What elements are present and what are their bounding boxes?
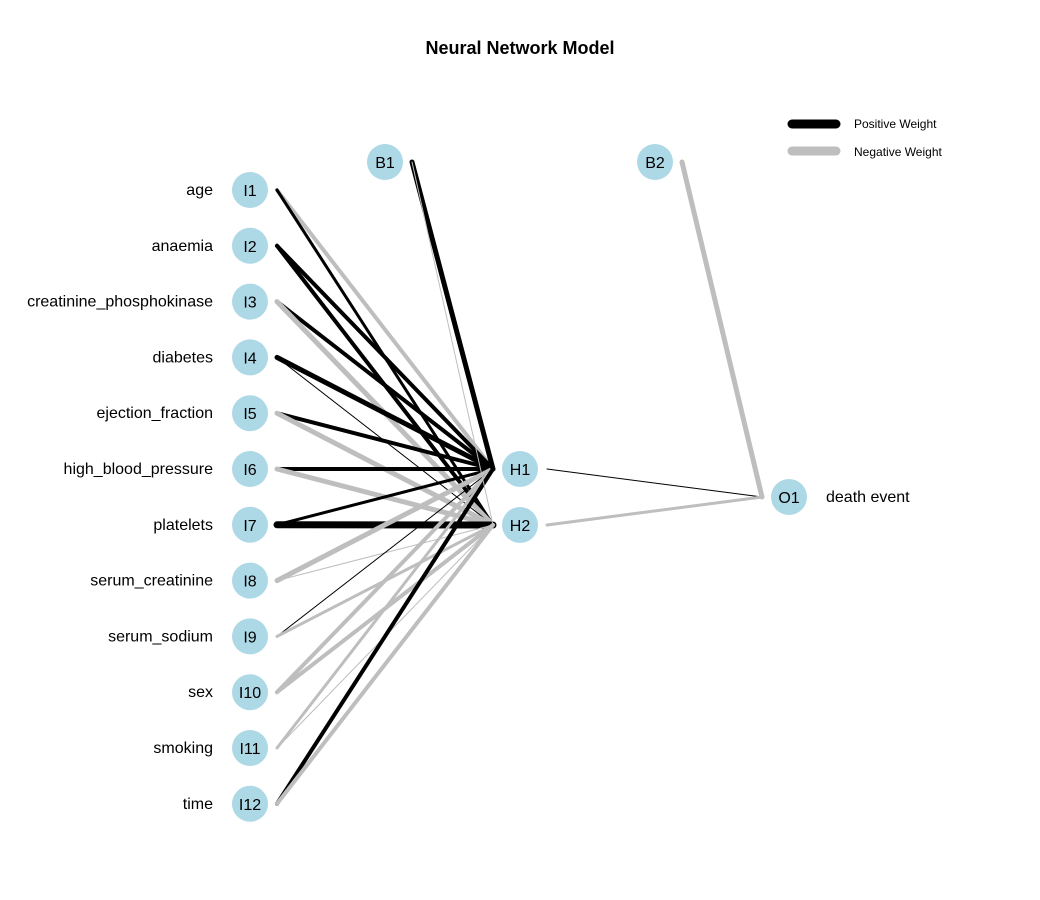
input-label-i8: serum_creatinine xyxy=(90,573,213,590)
input-label-i9: serum_sodium xyxy=(108,628,213,645)
connection-i8-h1 xyxy=(274,466,496,584)
node-circle-i2 xyxy=(232,227,268,264)
node-i10: I10 xyxy=(232,674,268,711)
node-id-b2: B2 xyxy=(645,155,665,172)
input-label-i3: creatinine_phosphokinase xyxy=(27,294,213,311)
input-label-i5: ejection_fraction xyxy=(96,405,213,422)
node-b1: B1 xyxy=(367,144,403,180)
node-id-i8: I8 xyxy=(243,574,256,591)
node-id-i4: I4 xyxy=(243,350,256,367)
connection-b2-o1 xyxy=(679,159,765,500)
node-i5: I5 xyxy=(232,395,268,432)
node-b2: B2 xyxy=(637,144,673,180)
node-id-i7: I7 xyxy=(243,518,256,535)
connection-h2-o1 xyxy=(545,495,764,527)
connections xyxy=(273,159,765,806)
connection-h1-o1 xyxy=(546,468,763,498)
connection-i1-h1 xyxy=(275,188,495,471)
input-label-i12: time xyxy=(183,796,213,813)
node-circle-i3 xyxy=(232,283,268,320)
node-id-i5: I5 xyxy=(243,406,256,423)
node-circle-i11 xyxy=(232,730,268,766)
legend-negative-label: Negative Weight xyxy=(854,145,942,159)
input-label-i11: smoking xyxy=(153,740,213,757)
output-label: death event xyxy=(826,489,910,506)
node-id-h1: H1 xyxy=(510,462,531,479)
connection-i5-h1 xyxy=(275,411,495,471)
connection-i12-h2 xyxy=(275,523,495,806)
node-id-i11: I11 xyxy=(239,741,260,758)
node-circle-o1 xyxy=(771,479,807,515)
input-label-i2: anaemia xyxy=(152,238,213,255)
node-i9: I9 xyxy=(232,618,268,655)
connection-i9-h1 xyxy=(276,468,494,637)
node-circle-i4 xyxy=(232,339,268,376)
connection-i3-h1 xyxy=(275,299,495,471)
node-id-i1: I1 xyxy=(243,183,256,200)
node-i7: I7 xyxy=(232,506,268,543)
connection-i12-h1 xyxy=(275,467,495,806)
connection-i10-h1 xyxy=(275,467,495,695)
node-i12: I12 xyxy=(232,785,268,822)
node-circle-i7 xyxy=(232,506,268,543)
node-i1: I1 xyxy=(232,172,268,208)
input-label-i6: high_blood_pressure xyxy=(64,461,214,478)
connection-b1-h2 xyxy=(411,161,494,526)
node-i3: I3 xyxy=(232,283,268,320)
node-i4: I4 xyxy=(232,339,268,376)
node-circle-h1 xyxy=(502,451,538,487)
node-circle-i10 xyxy=(232,674,268,711)
node-h2: H2 xyxy=(502,507,538,543)
input-label-i4: diabetes xyxy=(153,349,214,366)
node-id-h2: H2 xyxy=(510,518,531,535)
node-id-i6: I6 xyxy=(243,462,256,479)
node-circle-i12 xyxy=(232,785,268,822)
node-i2: I2 xyxy=(232,227,268,264)
node-id-i10: I10 xyxy=(239,685,261,702)
input-label-i1: age xyxy=(186,182,213,199)
node-id-i2: I2 xyxy=(243,239,256,256)
node-circle-i9 xyxy=(232,618,268,655)
diagram-title: Neural Network Model xyxy=(425,38,614,58)
legend-positive-label: Positive Weight xyxy=(854,117,937,131)
node-circle-i6 xyxy=(232,451,268,487)
node-o1: O1 xyxy=(771,479,807,515)
node-circle-i1 xyxy=(232,172,268,208)
node-i8: I8 xyxy=(232,562,268,599)
node-id-b1: B1 xyxy=(375,155,395,172)
input-label-i10: sex xyxy=(188,684,213,701)
legend: Positive Weight Negative Weight xyxy=(787,117,942,159)
input-label-i7: platelets xyxy=(153,517,213,534)
node-id-i9: I9 xyxy=(243,629,256,646)
connection-i7-h1 xyxy=(275,467,495,527)
connection-i4-h1 xyxy=(274,354,496,472)
node-circle-b2 xyxy=(637,144,673,180)
node-circle-h2 xyxy=(502,507,538,543)
node-circle-i8 xyxy=(232,562,268,599)
node-circle-b1 xyxy=(367,144,403,180)
connection-b1-h1 xyxy=(409,159,496,472)
node-i6: I6 xyxy=(232,451,268,487)
connection-i11-h1 xyxy=(275,467,495,750)
node-circle-i5 xyxy=(232,395,268,432)
node-id-i3: I3 xyxy=(243,295,256,312)
node-labels: age anaemia creatinine_phosphokinasediabet… xyxy=(27,182,910,813)
connection-i2-h1 xyxy=(275,243,495,471)
node-id-o1: O1 xyxy=(778,490,799,507)
node-h1: H1 xyxy=(502,451,538,487)
node-i11: I11 xyxy=(232,730,268,766)
node-id-i12: I12 xyxy=(239,797,261,814)
